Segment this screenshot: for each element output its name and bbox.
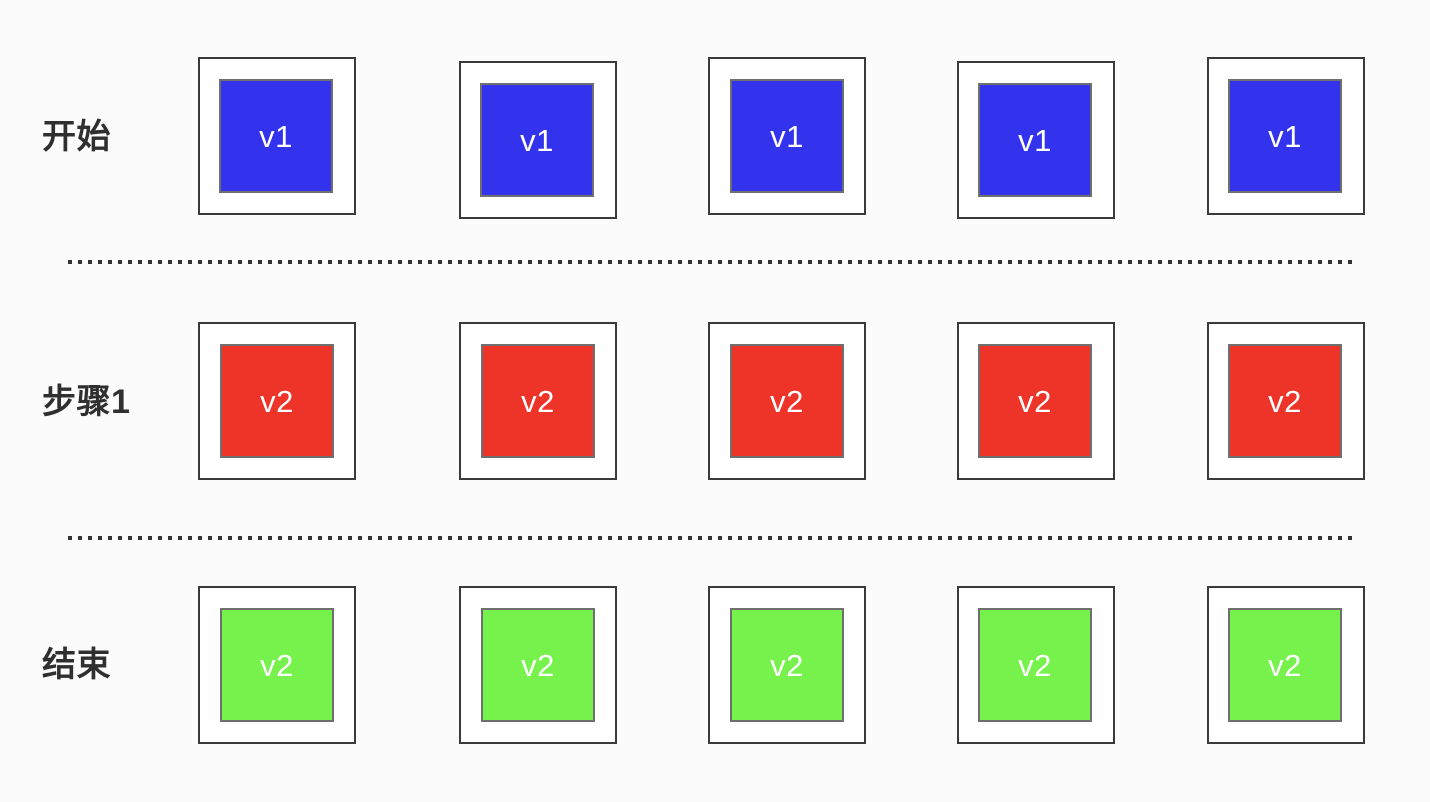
row-label-1: 开始 bbox=[42, 118, 111, 156]
pod-version-label: v2 bbox=[1268, 647, 1302, 683]
pod-box: v2 bbox=[730, 608, 844, 722]
pod-box: v2 bbox=[220, 344, 334, 458]
pod-box: v1 bbox=[1228, 79, 1342, 193]
pod-box: v2 bbox=[978, 608, 1092, 722]
pod-version-label: v2 bbox=[521, 647, 555, 683]
pod-version-label: v2 bbox=[521, 383, 555, 419]
row-separator bbox=[68, 260, 1356, 264]
pod-box: v2 bbox=[481, 344, 595, 458]
pod-version-label: v2 bbox=[1018, 647, 1052, 683]
pod-version-label: v2 bbox=[260, 383, 294, 419]
pod-version-label: v1 bbox=[520, 122, 554, 158]
pod-version-label: v1 bbox=[770, 118, 804, 154]
pod-box: v2 bbox=[481, 608, 595, 722]
pod-box: v1 bbox=[978, 83, 1092, 197]
pod-version-label: v2 bbox=[1018, 383, 1052, 419]
row-label-2: 步骤1 bbox=[42, 383, 131, 421]
row-separator bbox=[68, 536, 1356, 540]
pod-version-label: v2 bbox=[770, 647, 804, 683]
pod-version-label: v2 bbox=[260, 647, 294, 683]
pod-box: v1 bbox=[219, 79, 333, 193]
pod-box: v1 bbox=[480, 83, 594, 197]
pod-version-label: v1 bbox=[1268, 118, 1302, 154]
pod-version-label: v2 bbox=[770, 383, 804, 419]
pod-box: v2 bbox=[220, 608, 334, 722]
pod-box: v2 bbox=[1228, 344, 1342, 458]
pod-box: v2 bbox=[1228, 608, 1342, 722]
row-label-3: 结束 bbox=[42, 646, 111, 684]
pod-box: v2 bbox=[730, 344, 844, 458]
pod-version-label: v1 bbox=[1018, 122, 1052, 158]
pod-box: v1 bbox=[730, 79, 844, 193]
pod-box: v2 bbox=[978, 344, 1092, 458]
pod-version-label: v1 bbox=[259, 118, 293, 154]
pod-version-label: v2 bbox=[1268, 383, 1302, 419]
